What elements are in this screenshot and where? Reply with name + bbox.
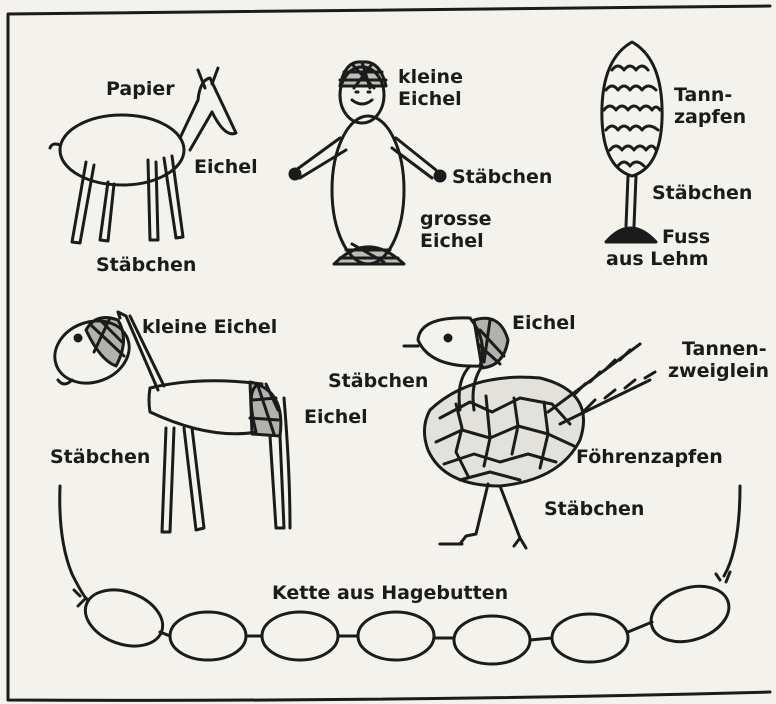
label-tree-fuss: Fuss aus Lehm [606,226,710,270]
label-horse-kleine-eichel: kleine Eichel [142,316,277,338]
label-bird-tannenzweiglein-line1: Tannen- [668,338,772,360]
label-bird-tannenzweiglein-line2: zweiglein [668,360,772,382]
label-man-kleine-eichel: kleine Eichel [398,66,463,110]
label-tree-staebchen: Stäbchen [652,182,752,204]
label-deer-eichel: Eichel [194,156,258,178]
label-tree-tannzapfen-line2: zapfen [674,106,746,128]
label-man-grosse-eichel-line1: grosse [420,208,492,230]
label-deer-papier: Papier [106,78,175,100]
label-chain-title: Kette aus Hagebutten [272,582,508,604]
label-man-staebchen: Stäbchen [452,166,552,188]
label-tree-tannzapfen-line1: Tann- [674,84,746,106]
label-deer-staebchen: Stäbchen [96,254,196,276]
acorn-horse-figure [46,311,290,532]
label-tree-fuss-line1: Fuss [606,226,710,248]
label-man-grosse-eichel: grosse Eichel [420,208,492,252]
label-bird-foehrenzapfen: Föhrenzapfen [576,446,723,468]
label-tree-fuss-line2: aus Lehm [606,248,710,270]
label-bird-eichel: Eichel [512,312,576,334]
label-tree-tannzapfen: Tann- zapfen [674,84,746,128]
label-man-kleine-eichel-line2: Eichel [398,88,463,110]
label-horse-staebchen: Stäbchen [50,446,150,468]
label-man-kleine-eichel-line1: kleine [398,66,463,88]
label-bird-staebchen-legs: Stäbchen [544,498,644,520]
label-man-grosse-eichel-line2: Eichel [420,230,492,252]
label-horse-eichel: Eichel [304,406,368,428]
label-bird-staebchen-neck: Stäbchen [328,370,428,392]
cone-tree-figure [602,42,662,242]
label-bird-tannenzweiglein: Tannen- zweiglein [668,338,772,382]
